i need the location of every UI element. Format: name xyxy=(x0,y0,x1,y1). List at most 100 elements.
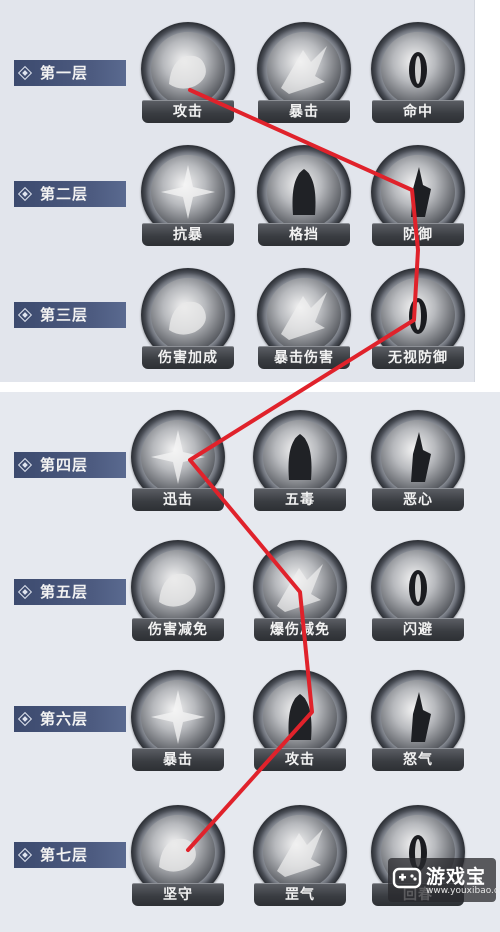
skill-name-label: 罡气 xyxy=(254,883,346,906)
impact-burst-icon xyxy=(151,155,225,229)
tier-label-text: 第五层 xyxy=(40,583,89,601)
skill-node[interactable]: 格挡 xyxy=(254,145,354,255)
skill-name-label: 伤害减免 xyxy=(132,618,224,641)
tier-label-4: 第四层 xyxy=(14,452,126,478)
skill-name-label: 命中 xyxy=(372,100,464,123)
skill-art xyxy=(277,564,323,612)
skill-node[interactable]: 罡气 xyxy=(250,805,350,915)
skill-art xyxy=(277,829,323,877)
armor-pierce-icon xyxy=(381,278,455,352)
skill-node[interactable]: 迅击 xyxy=(128,410,228,520)
swift-strike-icon xyxy=(141,420,215,494)
skill-name-label: 闪避 xyxy=(372,618,464,641)
diamond-bullet-icon xyxy=(17,65,33,81)
skill-node[interactable]: 抗暴 xyxy=(138,145,238,255)
skill-node[interactable]: 怒气 xyxy=(368,670,468,780)
site-watermark: 游戏宝 www.youxibao.com xyxy=(388,858,500,902)
skill-node[interactable]: 爆伤减免 xyxy=(250,540,350,650)
skill-name-label: 暴击伤害 xyxy=(258,346,350,369)
skill-node[interactable]: 攻击 xyxy=(138,22,238,132)
crit-damage-reduction-icon xyxy=(263,550,337,624)
tier-label-1: 第一层 xyxy=(14,60,126,86)
skill-art xyxy=(411,167,431,217)
skill-art xyxy=(292,169,316,215)
skill-name-label: 五毒 xyxy=(254,488,346,511)
skill-name-label: 坚守 xyxy=(132,883,224,906)
tier-label-2: 第二层 xyxy=(14,181,126,207)
skill-name-label: 暴击 xyxy=(258,100,350,123)
damage-bonus-icon xyxy=(151,278,225,352)
tier-label-5: 第五层 xyxy=(14,579,126,605)
damage-reduction-icon xyxy=(141,550,215,624)
tier-label-text: 第二层 xyxy=(40,185,89,203)
skill-name-label: 恶心 xyxy=(372,488,464,511)
skill-name-label: 格挡 xyxy=(258,223,350,246)
skill-name-label: 爆伤减免 xyxy=(254,618,346,641)
flame-strike-icon xyxy=(141,680,215,754)
aura-figure-icon xyxy=(263,815,337,889)
tier-label-text: 第三层 xyxy=(40,306,89,324)
diamond-bullet-icon xyxy=(17,847,33,863)
skill-name-label: 无视防御 xyxy=(372,346,464,369)
skill-name-label: 怒气 xyxy=(372,748,464,771)
skill-art xyxy=(411,692,431,742)
skill-art xyxy=(161,165,215,219)
diamond-bullet-icon xyxy=(17,584,33,600)
skill-art xyxy=(411,432,431,482)
skill-node[interactable]: 无视防御 xyxy=(368,268,468,378)
skill-node[interactable]: 暴击伤害 xyxy=(254,268,354,378)
skill-art xyxy=(288,434,312,480)
skill-name-label: 迅击 xyxy=(132,488,224,511)
watermark-url: www.youxibao.com xyxy=(426,886,500,896)
skill-name-label: 暴击 xyxy=(132,748,224,771)
rage-figure-icon xyxy=(381,680,455,754)
diamond-bullet-icon xyxy=(17,711,33,727)
skill-node[interactable]: 命中 xyxy=(368,22,468,132)
skill-node[interactable]: 五毒 xyxy=(250,410,350,520)
skill-name-label: 攻击 xyxy=(254,748,346,771)
skill-node[interactable]: 伤害加成 xyxy=(138,268,238,378)
skill-art xyxy=(409,52,427,88)
tier-label-3: 第三层 xyxy=(14,302,126,328)
skill-art xyxy=(169,301,206,335)
skill-node[interactable]: 暴击 xyxy=(128,670,228,780)
tier-label-6: 第六层 xyxy=(14,706,126,732)
five-poisons-icon xyxy=(263,420,337,494)
skill-art xyxy=(281,292,327,340)
dodge-icon xyxy=(381,550,455,624)
block-stance-icon xyxy=(267,155,341,229)
skill-node[interactable]: 闪避 xyxy=(368,540,468,650)
target-eye-icon xyxy=(381,32,455,106)
tier-label-7: 第七层 xyxy=(14,842,126,868)
diamond-bullet-icon xyxy=(17,186,33,202)
skill-name-label: 伤害加成 xyxy=(142,346,234,369)
skill-art xyxy=(151,690,205,744)
skill-node[interactable]: 攻击 xyxy=(250,670,350,780)
skill-art xyxy=(151,430,205,484)
skill-art xyxy=(409,570,427,606)
shield-guard-icon xyxy=(141,815,215,889)
tier-label-text: 第七层 xyxy=(40,846,89,864)
critical-strike-icon xyxy=(267,32,341,106)
critical-damage-icon xyxy=(267,278,341,352)
skill-name-label: 防御 xyxy=(372,223,464,246)
skill-node[interactable]: 坚守 xyxy=(128,805,228,915)
fist-punch-icon xyxy=(151,32,225,106)
tier-label-text: 第四层 xyxy=(40,456,89,474)
skill-node[interactable]: 伤害减免 xyxy=(128,540,228,650)
defense-figure-icon xyxy=(381,155,455,229)
skill-art xyxy=(288,694,312,740)
gamepad-logo-icon xyxy=(392,867,422,889)
skill-node[interactable]: 防御 xyxy=(368,145,468,255)
diamond-bullet-icon xyxy=(17,307,33,323)
skill-art xyxy=(169,55,206,89)
skill-name-label: 抗暴 xyxy=(142,223,234,246)
malice-heart-icon xyxy=(381,420,455,494)
skill-node[interactable]: 暴击 xyxy=(254,22,354,132)
watermark-brand: 游戏宝 xyxy=(426,866,487,888)
skill-art xyxy=(159,573,196,607)
tier-label-text: 第一层 xyxy=(40,64,89,82)
skill-art xyxy=(159,838,196,872)
skill-node[interactable]: 恶心 xyxy=(368,410,468,520)
vortex-attack-icon xyxy=(263,680,337,754)
